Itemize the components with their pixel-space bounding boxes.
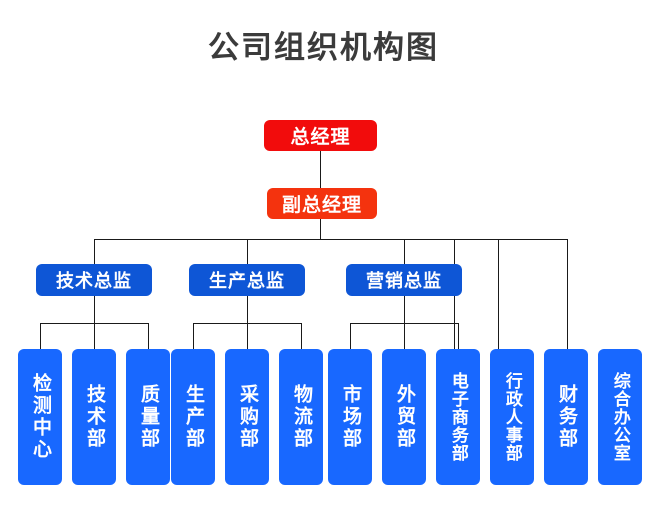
connector-tech-to-dept-3 (148, 323, 149, 349)
connector-bus-to-production-director (247, 239, 248, 264)
connector-deputy-drop (320, 218, 321, 239)
connector-marketing-to-dept-3 (458, 323, 459, 349)
node-dept-foreign-trade[interactable]: 外贸部 (382, 349, 426, 485)
connector-main-bus (94, 239, 498, 240)
connector-marketing-to-dept-2 (404, 323, 405, 349)
node-dept-purchasing[interactable]: 采购部 (225, 349, 269, 485)
node-marketing-director[interactable]: 营销总监 (346, 264, 462, 296)
connector-production-director-drop (247, 296, 248, 323)
connector-marketing-to-dept-1 (350, 323, 351, 349)
connector-marketing-director-drop (404, 296, 405, 323)
node-dept-market[interactable]: 市场部 (328, 349, 372, 485)
connector-production-to-dept-1 (193, 323, 194, 349)
connector-tech-to-dept-1 (40, 323, 41, 349)
connector-bus-to-tech-director (94, 239, 95, 264)
connector-tech-to-dept-2 (94, 323, 95, 349)
node-technology-director[interactable]: 技术总监 (36, 264, 152, 296)
node-dept-logistics[interactable]: 物流部 (279, 349, 323, 485)
node-dept-ecommerce[interactable]: 电子商务部 (436, 349, 480, 485)
connector-bus-to-general-office (567, 239, 568, 349)
node-dept-technology[interactable]: 技术部 (72, 349, 116, 485)
node-dept-finance[interactable]: 财务部 (544, 349, 588, 485)
connector-bus-extension-right (498, 239, 568, 240)
node-dept-production[interactable]: 生产部 (171, 349, 215, 485)
connector-bus-to-finance-dept (498, 239, 499, 349)
connector-tech-director-drop (94, 296, 95, 323)
page-title: 公司组织机构图 (208, 30, 439, 65)
node-dept-quality[interactable]: 质量部 (126, 349, 170, 485)
connector-production-to-dept-3 (301, 323, 302, 349)
connector-production-to-dept-2 (247, 323, 248, 349)
node-dept-inspection-center[interactable]: 检测中心 (18, 349, 62, 485)
node-dept-admin-hr[interactable]: 行政人事部 (490, 349, 534, 485)
connector-gm-to-deputy (320, 150, 321, 188)
node-dept-general-office[interactable]: 综合办公室 (598, 349, 642, 485)
node-deputy-general-manager[interactable]: 副总经理 (267, 188, 377, 219)
node-general-manager[interactable]: 总经理 (264, 120, 377, 151)
node-production-director[interactable]: 生产总监 (189, 264, 305, 296)
connector-bus-to-marketing-director (404, 239, 405, 264)
